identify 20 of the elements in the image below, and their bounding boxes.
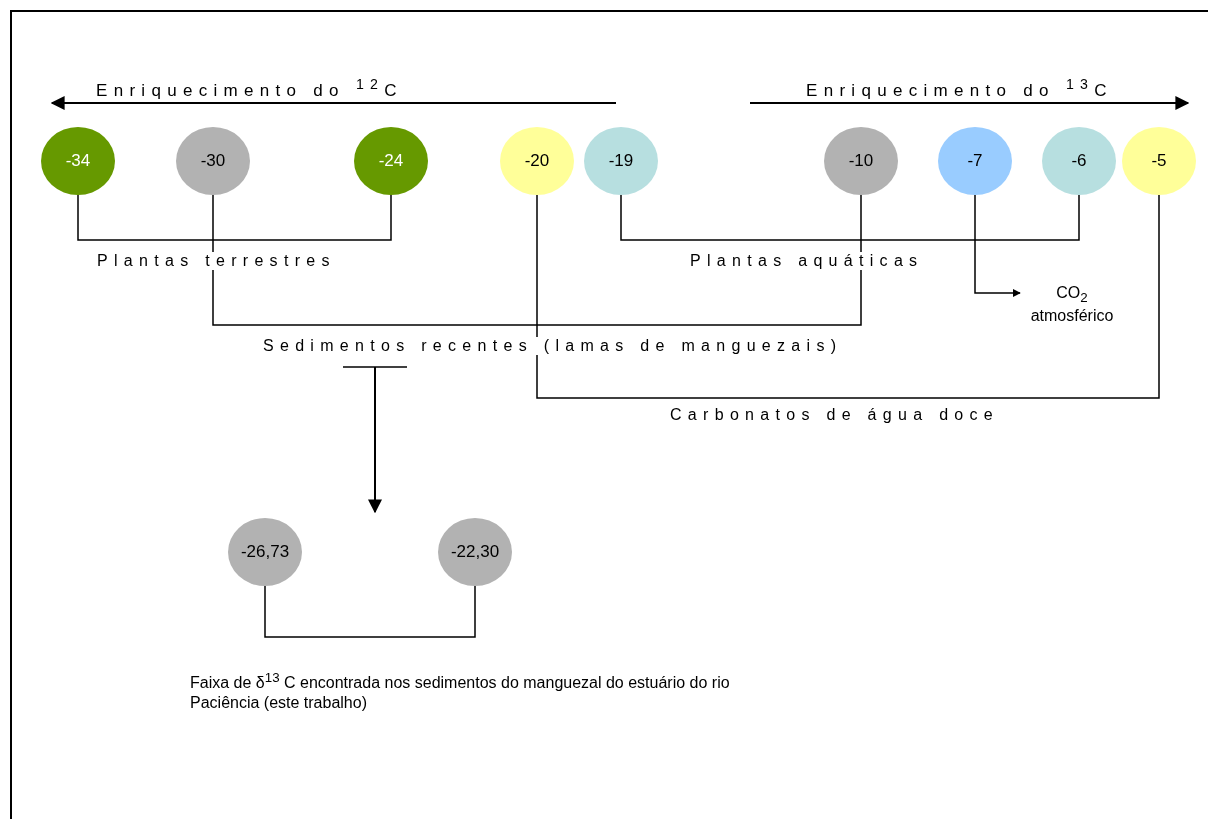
- bracket-line: [620, 194, 1080, 241]
- value-circle: -20: [500, 127, 574, 195]
- value-circle: -7: [938, 127, 1012, 195]
- value-circle: -34: [41, 127, 115, 195]
- value-circle: -22,30: [438, 518, 512, 586]
- axis-label: Enriquecimento do $^{12}$C: [96, 76, 403, 101]
- value-circle: -26,73: [228, 518, 302, 586]
- value-circle: -5: [1122, 127, 1196, 195]
- value-circle: -6: [1042, 127, 1116, 195]
- bracket-line: [212, 194, 862, 326]
- node-label: CO$_{2}$ atmosférico: [1022, 282, 1122, 326]
- value-circle: -19: [584, 127, 658, 195]
- arrow: [974, 194, 1021, 297]
- value-circle: -30: [176, 127, 250, 195]
- value-circle: -10: [824, 127, 898, 195]
- bracket-line: [536, 194, 1160, 399]
- bracket-line: [264, 585, 476, 638]
- bracket-line: [77, 194, 392, 241]
- value-circle: -24: [354, 127, 428, 195]
- axis-label: Enriquecimento do $^{13}$C: [806, 76, 1113, 101]
